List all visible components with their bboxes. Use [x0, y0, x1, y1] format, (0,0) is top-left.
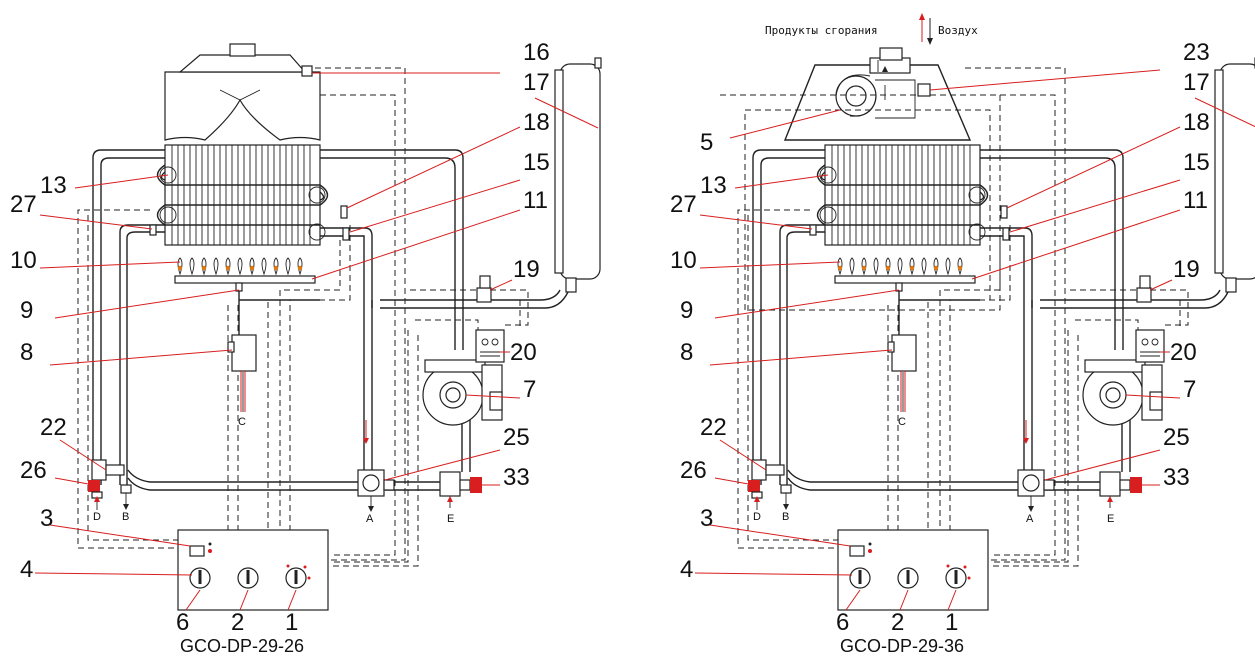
- port-label-b: B: [782, 511, 789, 523]
- callout-6: 6: [176, 609, 189, 636]
- callout-9: 9: [680, 297, 693, 324]
- port-label-c: C: [898, 416, 906, 428]
- model-name-right: GCO-DP-29-36: [840, 636, 964, 656]
- callout-33: 33: [1163, 464, 1190, 491]
- callout-11: 11: [1183, 187, 1208, 214]
- callout-26: 26: [20, 457, 47, 484]
- callout-2: 2: [891, 609, 904, 636]
- callout-17: 17: [1183, 69, 1210, 96]
- callout-19: 19: [513, 256, 540, 283]
- callout-7: 7: [523, 376, 536, 403]
- port-label-e: E: [1107, 513, 1114, 525]
- callout-15: 15: [523, 149, 550, 176]
- callout-10: 10: [670, 247, 697, 274]
- callout-9: 9: [20, 297, 33, 324]
- right-leader-lines: [694, 69, 1255, 611]
- callout-1: 1: [945, 609, 958, 636]
- callout-11: 11: [523, 187, 548, 214]
- callout-15: 15: [1183, 149, 1210, 176]
- callout-18: 18: [523, 109, 550, 136]
- model-name-left: GCO-DP-29-26: [180, 636, 304, 656]
- callout-25: 25: [503, 424, 530, 451]
- callout-2: 2: [231, 609, 244, 636]
- callout-25: 25: [1163, 424, 1190, 451]
- callout-6: 6: [836, 609, 849, 636]
- air-label: Воздух: [938, 24, 978, 37]
- right-boiler-diagram: 23 17 5 18 13 15 27 11 10 19 9 8 20 7 22…: [670, 39, 1255, 656]
- callout-5: 5: [700, 129, 713, 156]
- callout-17: 17: [523, 69, 550, 96]
- callout-18: 18: [1183, 109, 1210, 136]
- port-label-b: B: [122, 511, 129, 523]
- flue-products-label: Продукты сгорания: [765, 24, 878, 37]
- port-label-a: A: [366, 513, 374, 525]
- callout-27: 27: [670, 191, 697, 218]
- callout-33: 33: [503, 464, 530, 491]
- left-leader-lines: [34, 72, 599, 611]
- callout-23: 23: [1183, 39, 1210, 66]
- port-label-e: E: [447, 513, 454, 525]
- callout-1: 1: [285, 609, 298, 636]
- callout-8: 8: [680, 339, 693, 366]
- callout-22: 22: [40, 414, 67, 441]
- callout-13: 13: [700, 172, 727, 199]
- callout-22: 22: [700, 414, 727, 441]
- callout-20: 20: [1170, 339, 1197, 366]
- port-label-a: A: [1026, 513, 1034, 525]
- left-boiler-diagram: 16 17 18 13 15 27 11 10 19 9 8 20 7 22 2…: [10, 39, 603, 656]
- callout-19: 19: [1173, 256, 1200, 283]
- callout-3: 3: [700, 505, 713, 532]
- callout-10: 10: [10, 247, 37, 274]
- callout-20: 20: [510, 339, 537, 366]
- callout-27: 27: [10, 191, 37, 218]
- callout-4: 4: [20, 556, 33, 583]
- port-label-d: D: [753, 511, 761, 523]
- callout-26: 26: [680, 457, 707, 484]
- callout-16: 16: [523, 39, 550, 66]
- port-label-d: D: [93, 511, 101, 523]
- port-label-c: C: [238, 416, 246, 428]
- callout-13: 13: [40, 172, 67, 199]
- callout-3: 3: [40, 505, 53, 532]
- flue-gas-indicator: Продукты сгорания Воздух: [765, 13, 978, 45]
- callout-7: 7: [1183, 376, 1196, 403]
- callout-4: 4: [680, 556, 693, 583]
- callout-8: 8: [20, 339, 33, 366]
